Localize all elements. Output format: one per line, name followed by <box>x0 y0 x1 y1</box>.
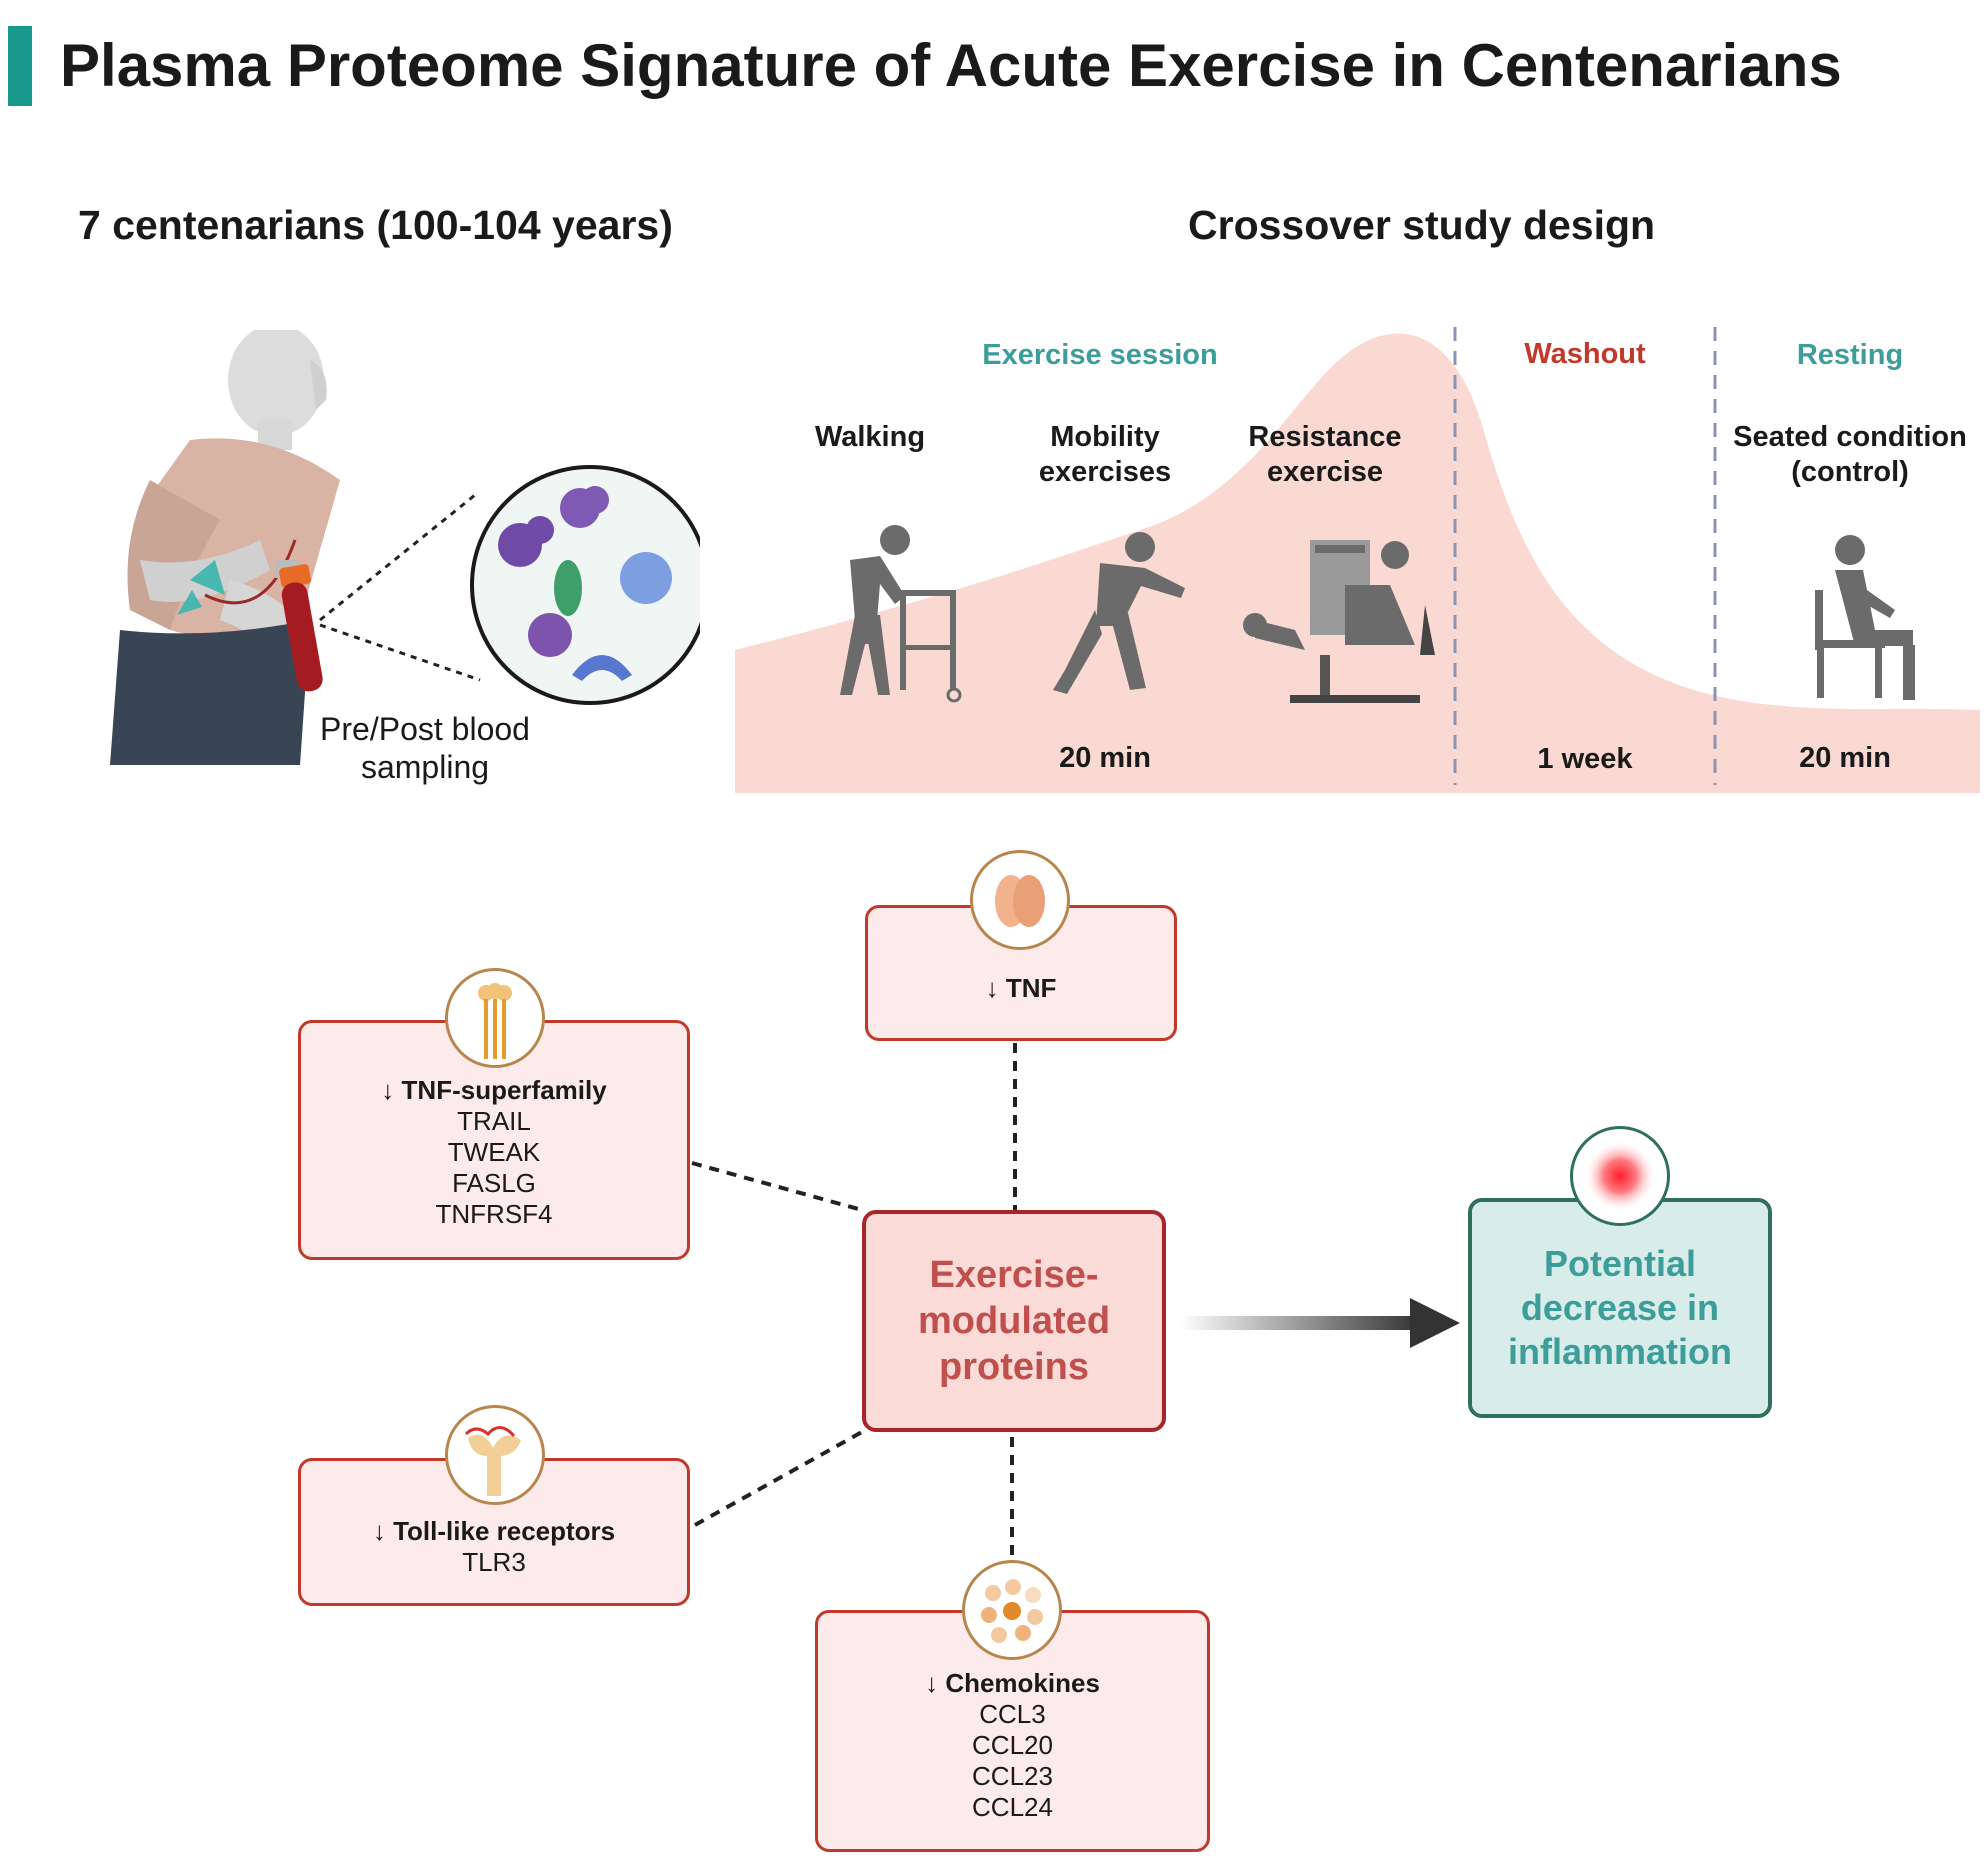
study-design-curve <box>735 327 1980 793</box>
tnf-superfamily-item: TNFRSF4 <box>435 1199 553 1229</box>
tnf-protein-icon <box>970 850 1070 950</box>
center-line-3: proteins <box>939 1346 1089 1388</box>
seated-figure-icon <box>1815 535 1915 700</box>
title-accent-bar <box>8 26 32 106</box>
chemokines-head: ↓ Chemokines <box>925 1668 1100 1698</box>
duration-washout: 1 week <box>1537 743 1633 775</box>
down-arrow-icon: ↓ <box>985 973 1006 1003</box>
tlr-item: TLR3 <box>462 1547 526 1577</box>
outcome-arrow-head <box>1410 1298 1460 1348</box>
duration-resting: 20 min <box>1799 742 1891 774</box>
activity-resistance-label: Resistance exercise <box>1248 421 1402 488</box>
phase-exercise-label: Exercise session <box>982 339 1218 371</box>
person-head <box>228 330 324 436</box>
outcome-line-1: Potential <box>1543 1243 1696 1284</box>
outcome-line-3: inflammation <box>1507 1331 1732 1372</box>
tnf-superfamily-item: TRAIL <box>457 1106 531 1136</box>
duration-exercise: 20 min <box>1059 742 1151 774</box>
tnf-superfamily-item: TWEAK <box>447 1137 541 1167</box>
tnf-box: ↓ TNF <box>865 905 1177 1041</box>
chemokines-icon <box>962 1560 1062 1660</box>
walking-figure-icon <box>840 525 962 703</box>
participants-heading: 7 centenarians (100-104 years) <box>78 202 673 248</box>
tlr-head: ↓ Toll-like receptors <box>372 1516 616 1546</box>
activity-walking-label: Walking <box>814 421 926 453</box>
down-arrow-icon: ↓ <box>372 1516 394 1546</box>
tnf-receptor-icon <box>445 968 545 1068</box>
outcome-line-2: decrease in <box>1520 1287 1720 1328</box>
centenarian-blood-sampling-illustration <box>110 330 700 765</box>
exercise-modulated-proteins-box: Exercise- modulated proteins <box>862 1210 1166 1432</box>
person-trousers <box>110 620 310 765</box>
tnf-head: ↓ TNF <box>985 973 1057 1003</box>
tnf-superfamily-head: ↓ TNF-superfamily <box>381 1075 607 1105</box>
sampling-label: Pre/Post blood sampling <box>320 711 530 785</box>
outcome-box: Potential decrease in inflammation <box>1468 1198 1772 1418</box>
inflammation-icon <box>1570 1126 1670 1226</box>
center-line-1: Exercise- <box>929 1254 1099 1296</box>
toll-like-receptor-icon <box>445 1405 545 1505</box>
resistance-figure-icon <box>1243 540 1435 703</box>
chemokine-item: CCL24 <box>972 1792 1053 1822</box>
down-arrow-icon: ↓ <box>381 1075 402 1105</box>
blood-tube <box>281 582 323 692</box>
tnf-superfamily-item: FASLG <box>452 1168 536 1198</box>
activity-seated-label: Seated condition (control) <box>1733 421 1967 488</box>
phase-washout-label: Washout <box>1524 338 1646 370</box>
chemokine-item: CCL23 <box>972 1761 1053 1791</box>
chemokine-item: CCL3 <box>979 1699 1046 1729</box>
outcome-arrow-shaft <box>1180 1316 1420 1330</box>
page-title: Plasma Proteome Signature of Acute Exerc… <box>60 32 1842 99</box>
mobility-figure-icon <box>1053 532 1185 694</box>
phase-resting-label: Resting <box>1796 339 1904 371</box>
design-heading: Crossover study design <box>1188 202 1656 248</box>
down-arrow-icon: ↓ <box>925 1668 946 1698</box>
center-line-2: modulated <box>917 1300 1111 1342</box>
activity-mobility-label: Mobility exercises <box>1038 421 1172 488</box>
chemokine-item: CCL20 <box>972 1730 1053 1760</box>
